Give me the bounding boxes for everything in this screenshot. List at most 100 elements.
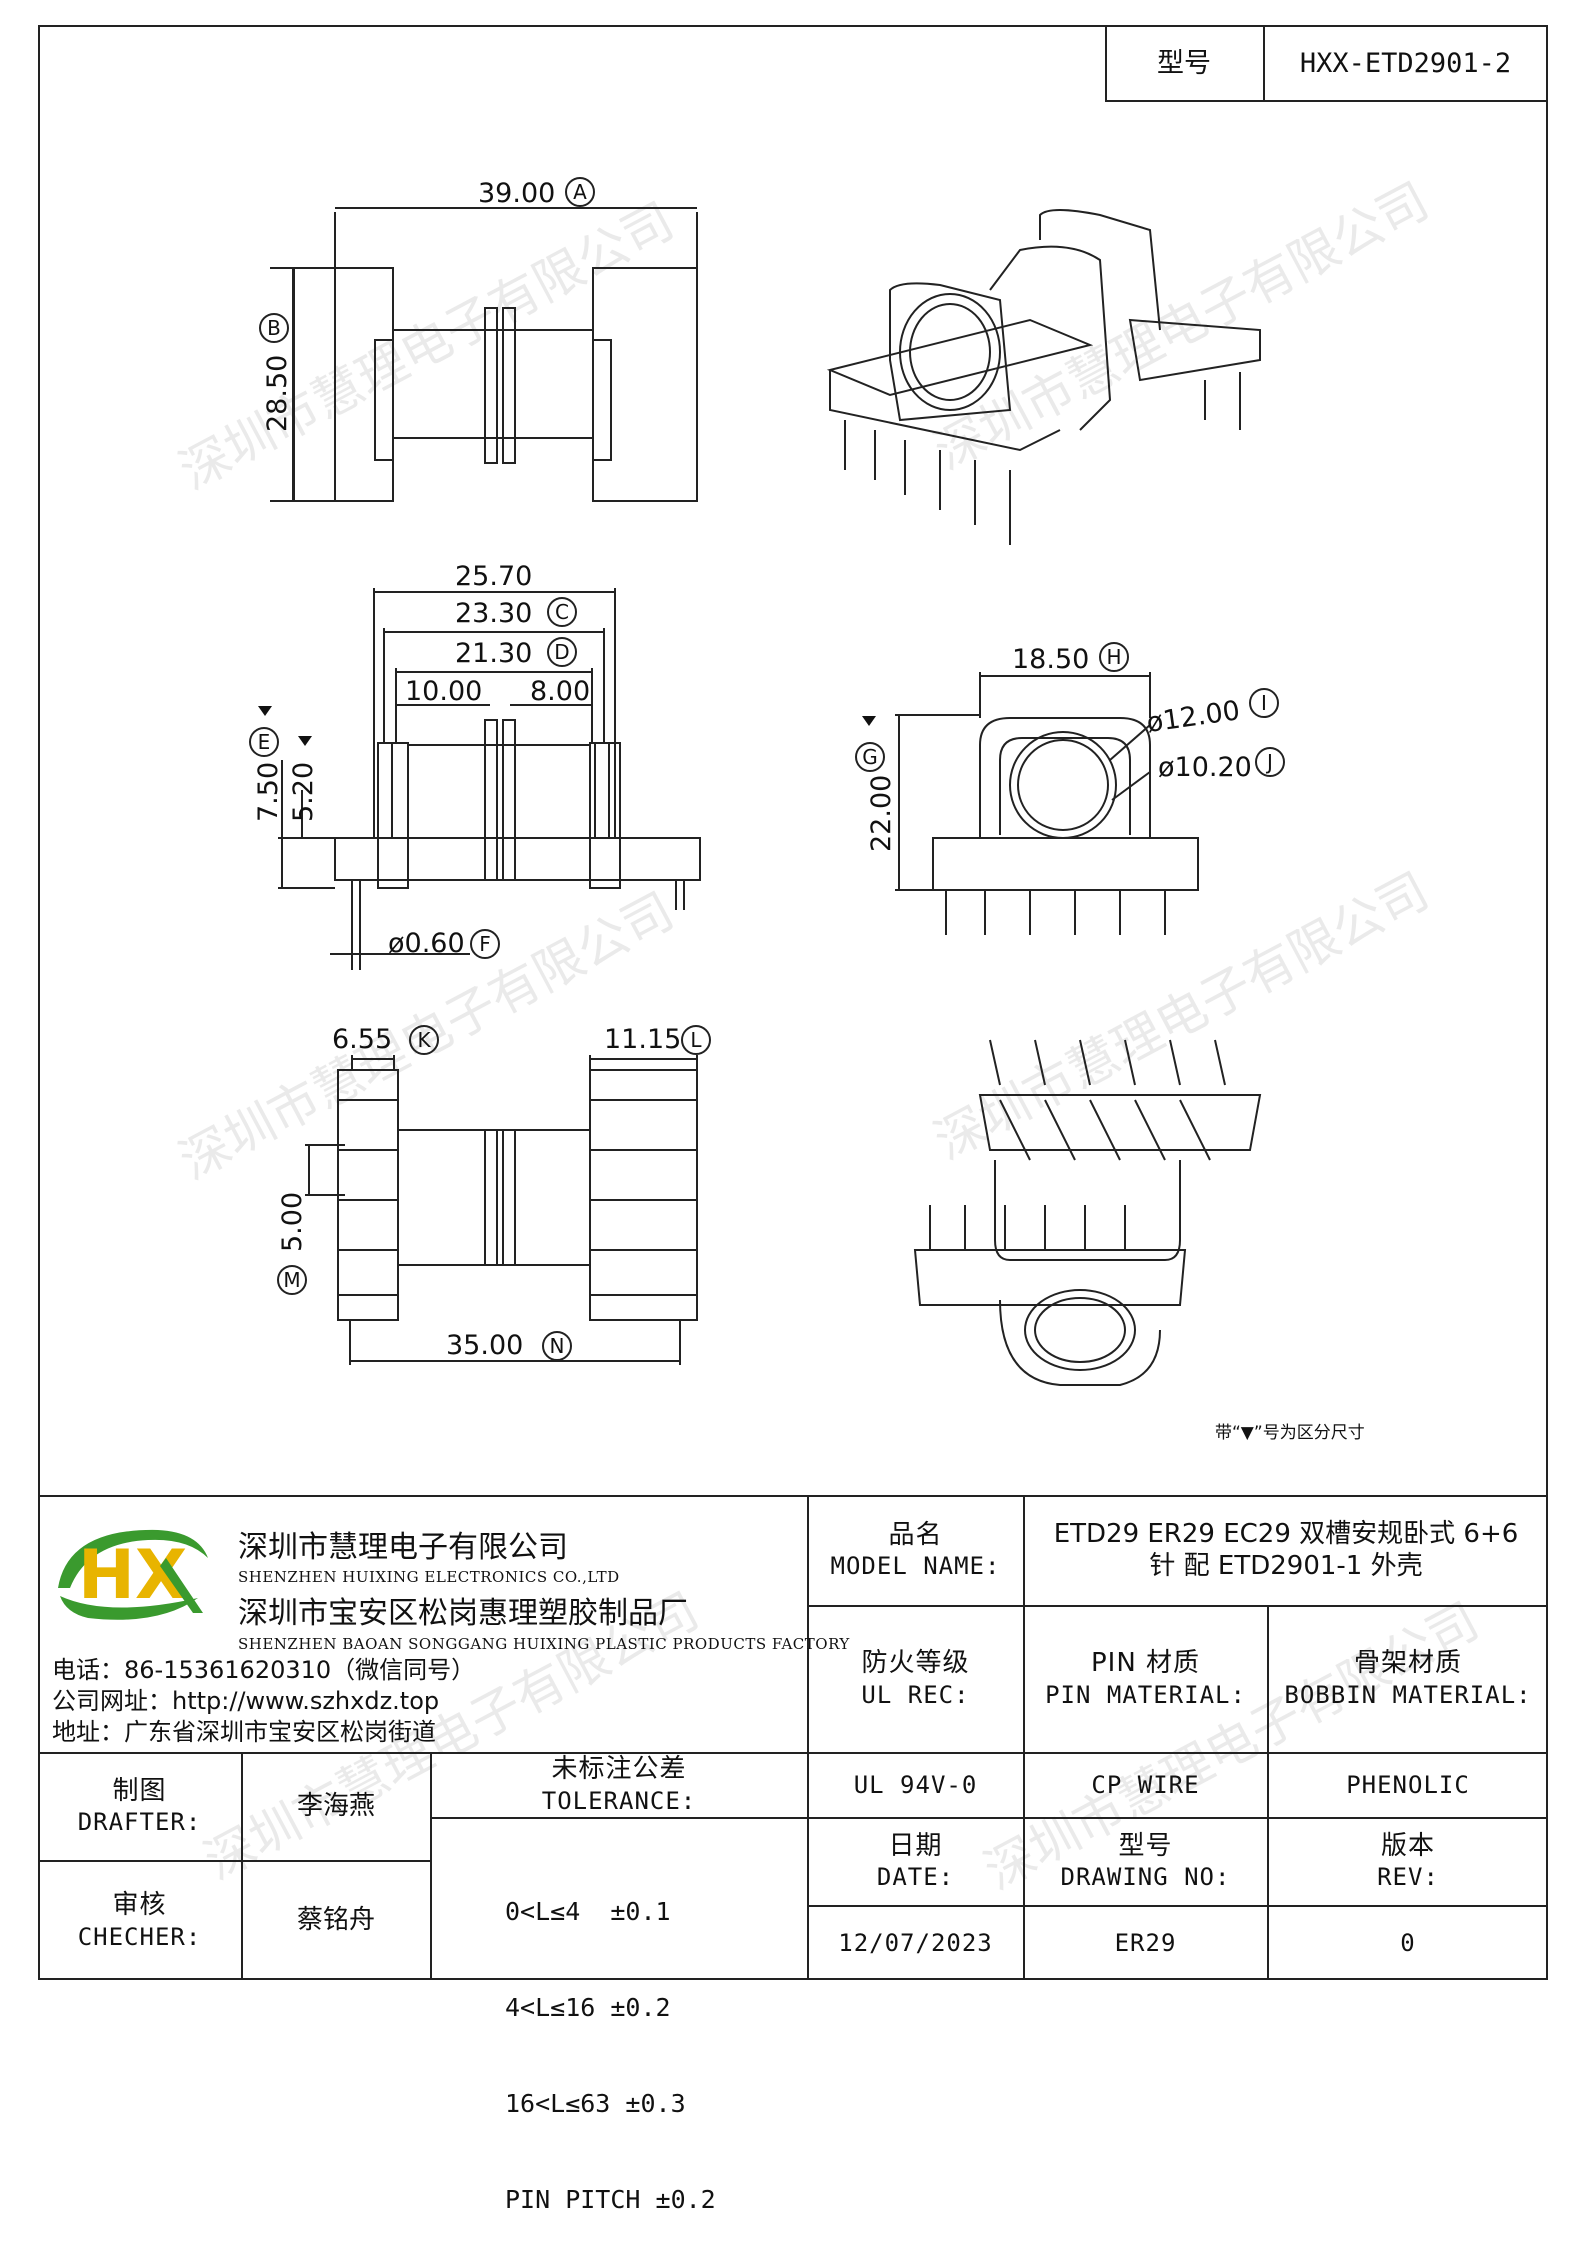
- company-phone: 电话：86-15361620310（微信同号）: [52, 1656, 476, 1684]
- dim-J: ø10.20: [1158, 752, 1252, 783]
- ref-L-marker: L: [681, 1025, 711, 1055]
- model-name-value-line2: 针 配 ETD2901-1 外壳: [1149, 1551, 1423, 1581]
- dim-D: 21.30: [455, 638, 532, 669]
- factory-name-en: SHENZHEN BAOAN SONGGANG HUIXING PLASTIC …: [238, 1635, 850, 1653]
- tolerance-label: 未标注公差 TOLERANCE:: [431, 1752, 807, 1817]
- dim-K: 6.55: [332, 1024, 392, 1055]
- ref-D-marker: D: [547, 637, 577, 667]
- model-name-value: ETD29 ER29 EC29 双槽安规卧式 6+6 针 配 ETD2901-1…: [1024, 1495, 1548, 1605]
- ref-H: H: [1106, 645, 1121, 669]
- rev-label: 版本 REV:: [1268, 1817, 1548, 1905]
- dim-I: ø12.00: [1145, 695, 1242, 739]
- company-logo: HX: [58, 1529, 208, 1620]
- ref-B-marker: B: [259, 313, 289, 343]
- tolerance-line: PIN PITCH ±0.2: [505, 2185, 716, 2214]
- isometric-view-1: [826, 209, 1261, 545]
- dim-M: 5.00: [277, 1192, 308, 1252]
- drafter-en: DRAFTER:: [77, 1808, 202, 1837]
- ref-G: G: [862, 745, 878, 769]
- ref-E: E: [258, 730, 271, 754]
- checker-en: CHECHER:: [77, 1922, 202, 1951]
- company-website: 公司网址：http://www.szhxdz.top: [52, 1687, 440, 1715]
- model-value: HXX-ETD2901-2: [1299, 47, 1512, 79]
- ref-E-marker: E: [249, 727, 279, 757]
- ref-H-marker: H: [1099, 642, 1129, 672]
- drawing-no-label: 型号 DRAWING NO:: [1024, 1817, 1267, 1905]
- ref-N-marker: N: [542, 1331, 572, 1361]
- model-name-label: 品名 MODEL NAME:: [808, 1495, 1023, 1605]
- model-name-cn: 品名: [888, 1519, 943, 1550]
- drafter-cn: 制图: [112, 1775, 167, 1806]
- bottom-view: [305, 1055, 698, 1365]
- ul-rec-value: UL 94V-0: [853, 1770, 978, 1799]
- ref-A-marker: A: [565, 177, 595, 207]
- drafter-label: 制图 DRAFTER:: [38, 1752, 241, 1860]
- ref-G-marker: G: [855, 742, 885, 772]
- dim-B: 28.50: [262, 355, 293, 432]
- top-view: [270, 207, 698, 502]
- ref-K-marker: K: [409, 1025, 439, 1055]
- dim-F: ø0.60: [388, 928, 465, 959]
- pin-material-label: PIN 材质 PIN MATERIAL:: [1024, 1605, 1267, 1752]
- date-label: 日期 DATE:: [808, 1817, 1023, 1905]
- tolerance-table: 0<L≤4 ±0.1 4<L≤16 ±0.2 16<L≤63 ±0.3 PIN …: [505, 1832, 805, 2248]
- dim-E: 7.50: [253, 762, 284, 822]
- tolerance-line: 4<L≤16 ±0.2: [505, 1993, 671, 2022]
- drawing-no-en: DRAWING NO:: [1060, 1863, 1231, 1892]
- bobbin-material-en: BOBBIN MATERIAL:: [1284, 1680, 1532, 1709]
- checker-cn: 审核: [112, 1890, 167, 1921]
- ref-M: M: [283, 1268, 300, 1292]
- model-name-en: MODEL NAME:: [830, 1552, 1001, 1581]
- dim-L: 11.15: [604, 1024, 681, 1055]
- rev-en: REV:: [1377, 1863, 1439, 1892]
- pin-material-en: PIN MATERIAL:: [1045, 1680, 1246, 1709]
- dim-slot-left: 10.00: [405, 676, 482, 707]
- model-label: 型号: [1157, 47, 1211, 79]
- ul-rec-en: UL REC:: [861, 1680, 970, 1709]
- ref-I-marker: I: [1249, 688, 1279, 718]
- ref-B: B: [267, 316, 281, 340]
- drawing-note: 带“▼”号为区分尺寸: [1215, 1423, 1365, 1443]
- ref-L: L: [690, 1028, 702, 1052]
- ref-F: F: [479, 932, 491, 956]
- company-name-cn: 深圳市慧理电子有限公司: [238, 1530, 568, 1565]
- ref-K: K: [417, 1028, 431, 1052]
- end-view: [895, 672, 1199, 935]
- dim-overall-width: 25.70: [455, 561, 532, 592]
- dim-e2: 5.20: [288, 762, 319, 822]
- bobbin-material-value: PHENOLIC: [1346, 1770, 1470, 1799]
- ref-N: N: [550, 1334, 565, 1358]
- drawing-no-value: ER29: [1114, 1928, 1177, 1957]
- factory-name-cn: 深圳市宝安区松岗惠理塑胶制品厂: [238, 1596, 688, 1631]
- date-en: DATE:: [876, 1863, 955, 1892]
- ref-J-marker: J: [1255, 747, 1285, 777]
- dim-H: 18.50: [1012, 644, 1089, 675]
- side-view: [278, 588, 701, 970]
- tolerance-en: TOLERANCE:: [541, 1786, 697, 1815]
- rev-value: 0: [1400, 1928, 1416, 1957]
- date-value: 12/07/2023: [838, 1928, 993, 1957]
- triangle-markers: [258, 706, 876, 746]
- dim-N: 35.00: [446, 1330, 523, 1361]
- model-header-box: [1105, 25, 1548, 102]
- ul-rec-cn: 防火等级: [861, 1648, 970, 1679]
- drawing-frame: [38, 25, 1548, 1980]
- ref-I: I: [1261, 691, 1267, 715]
- ref-C: C: [555, 600, 569, 624]
- ref-J: J: [1265, 750, 1273, 774]
- isometric-view-2: [913, 1039, 1262, 1386]
- ref-A: A: [573, 180, 587, 204]
- ref-C-marker: C: [547, 597, 577, 627]
- checker-value: 蔡铭舟: [296, 1905, 375, 1936]
- ref-M-marker: M: [277, 1265, 307, 1295]
- technical-drawing: 39.00 28.50 25.70 23.30 21.30 10.00 8.00…: [249, 177, 1365, 1443]
- bobbin-material-cn: 骨架材质: [1353, 1648, 1462, 1679]
- ul-rec-label: 防火等级 UL REC:: [808, 1605, 1023, 1752]
- pin-material-value: CP WIRE: [1091, 1770, 1200, 1799]
- tolerance-cn: 未标注公差: [551, 1754, 687, 1785]
- ref-F-marker: F: [470, 929, 500, 959]
- tolerance-line: 0<L≤4 ±0.1: [505, 1897, 671, 1926]
- dim-slot-right: 8.00: [530, 676, 590, 707]
- dim-A: 39.00: [478, 178, 555, 209]
- checker-label: 审核 CHECHER:: [38, 1861, 241, 1980]
